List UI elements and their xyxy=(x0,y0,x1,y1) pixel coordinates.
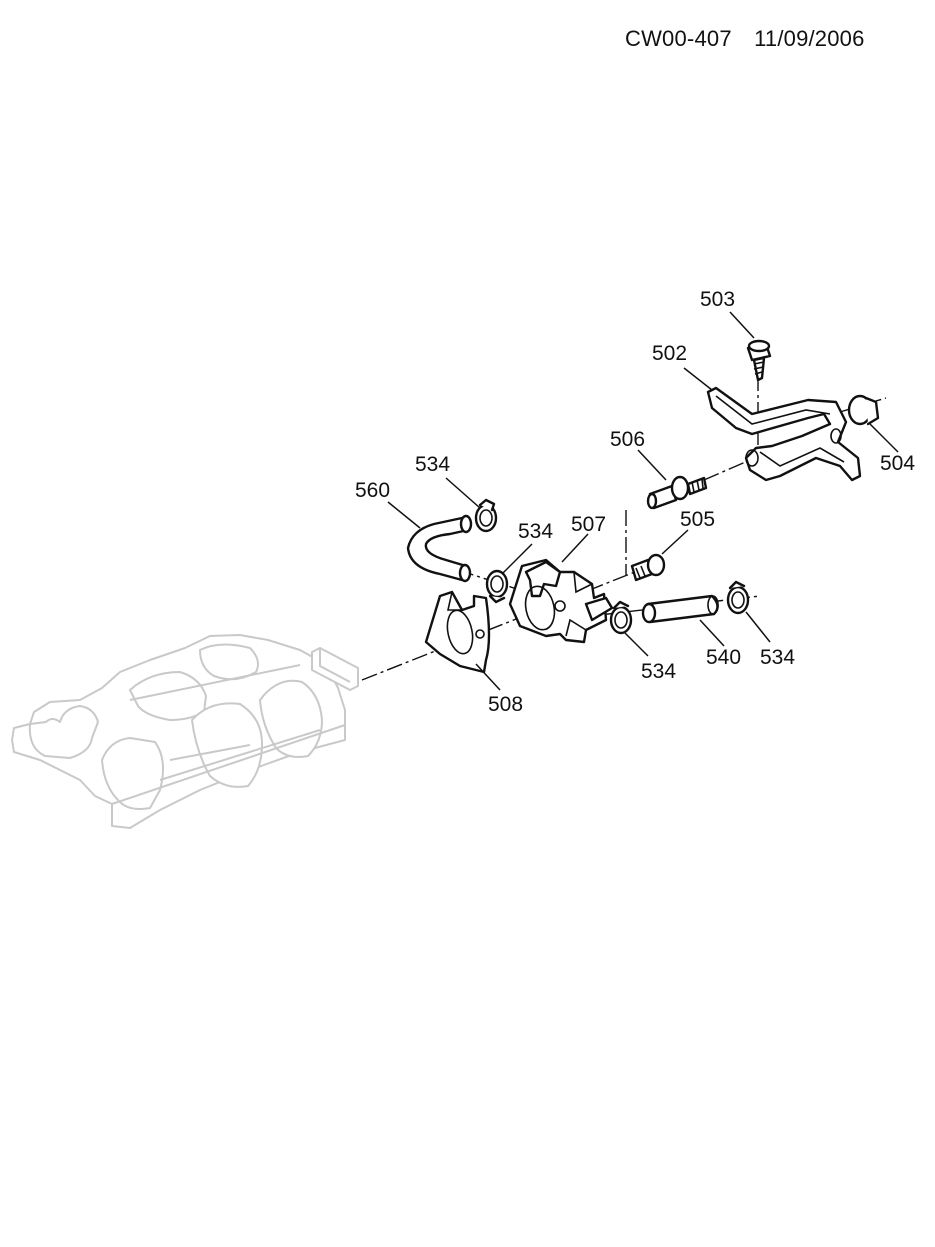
callout-534-upper: 534 xyxy=(415,453,450,476)
part-560-hose xyxy=(406,514,473,583)
part-502-bracket xyxy=(706,386,862,482)
part-534-clamp-right xyxy=(726,580,750,615)
part-507-valve-housing xyxy=(508,558,614,644)
callout-540: 540 xyxy=(706,646,741,669)
callout-534-middle: 534 xyxy=(518,520,553,543)
callout-560: 560 xyxy=(355,479,390,502)
part-534-clamp-lower xyxy=(609,600,633,635)
callout-labels: 503 502 504 506 505 534 560 534 507 508 … xyxy=(355,288,915,716)
callout-505: 505 xyxy=(680,508,715,531)
leader-lines xyxy=(387,311,899,691)
bracket-centerline xyxy=(703,459,751,481)
part-534-clamp-middle xyxy=(485,569,509,604)
drawing-id: CW00-407 xyxy=(625,26,732,51)
callout-502: 502 xyxy=(652,342,687,365)
callout-503: 503 xyxy=(700,288,735,311)
part-506-stud xyxy=(646,475,708,510)
callout-534-right: 534 xyxy=(760,646,795,669)
intake-manifold-ghost xyxy=(11,634,359,829)
drawing-header: CW00-407 11/09/2006 xyxy=(625,26,881,52)
callout-506: 506 xyxy=(610,428,645,451)
part-508-gasket xyxy=(424,590,491,674)
callout-534-lower: 534 xyxy=(641,660,676,683)
callout-504: 504 xyxy=(880,452,915,475)
part-504-grommet xyxy=(847,394,880,426)
callout-507: 507 xyxy=(571,513,606,536)
part-505-bolt xyxy=(630,553,666,582)
drawing-date: 11/09/2006 xyxy=(754,26,865,51)
part-503-screw xyxy=(746,339,772,382)
part-534-clamp-upper xyxy=(474,498,498,533)
grommet-centerline xyxy=(839,397,887,413)
callout-508: 508 xyxy=(488,693,523,716)
part-540-pipe xyxy=(641,594,719,624)
